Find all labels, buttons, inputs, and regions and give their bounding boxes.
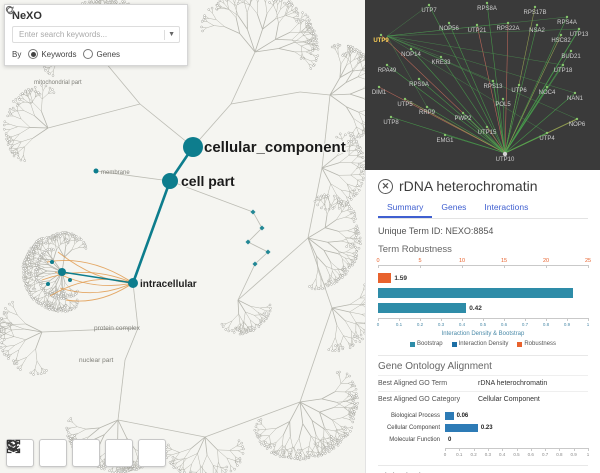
search-input[interactable] xyxy=(17,29,162,40)
search-by-label: By xyxy=(12,49,22,59)
radio-genes-label: Genes xyxy=(96,49,121,59)
robustness-bar-robustness: 1.59 xyxy=(378,273,588,283)
tree-label-protein-complex: protein complex xyxy=(94,325,141,332)
gene-node-label[interactable]: UTP13 xyxy=(570,32,589,38)
term-node[interactable] xyxy=(93,168,99,174)
gene-node-label[interactable]: HSC82 xyxy=(551,38,571,44)
biological-process-title: Biological Process xyxy=(378,465,588,473)
gene-node-label[interactable]: UTP10 xyxy=(496,157,515,163)
gene-node-label[interactable]: DIM1 xyxy=(372,90,387,96)
gene-node-label[interactable]: RPS22A xyxy=(496,26,519,32)
gene-node-label[interactable]: UTP5 xyxy=(397,102,413,108)
robustness-bar-bootstrap xyxy=(378,288,588,298)
gene-node-label[interactable]: UTP21 xyxy=(468,28,487,34)
tree-label-membrane: membrane xyxy=(101,170,130,176)
term-node[interactable] xyxy=(183,137,203,157)
term-detail-panel: ✕ rDNA heterochromatin Summary Genes Int… xyxy=(365,170,600,473)
go-alignment-section: Gene Ontology Alignment Best Aligned GO … xyxy=(378,355,589,458)
fit-screen-icon xyxy=(6,439,21,454)
radio-genes[interactable]: Genes xyxy=(83,49,120,59)
term-title: rDNA heterochromatin xyxy=(399,178,538,194)
tree-label-cell-part[interactable]: cell part xyxy=(180,172,237,191)
tree-label-nuclear-part: nuclear part xyxy=(79,357,114,364)
gene-node-label[interactable]: RPS9A xyxy=(409,82,429,88)
radio-keywords-label: Keywords xyxy=(41,49,77,59)
gene-node-label[interactable]: NOP14 xyxy=(401,52,421,58)
legend-item-bootstrap: Bootstrap xyxy=(409,341,443,347)
term-node[interactable] xyxy=(68,278,72,282)
gene-node-label[interactable]: UTP4 xyxy=(539,136,555,142)
tree-label-intracellular[interactable]: intracellular xyxy=(139,278,198,292)
app-title: NeXO xyxy=(12,10,42,22)
gene-node-label[interactable]: UTP18 xyxy=(554,68,573,74)
network-panel[interactable]: UTP7 RPS8A RPS17B RPS4A NOP56 UTP21 RPS22A NSA2… xyxy=(365,0,600,170)
gene-node-label[interactable]: NOP6 xyxy=(569,122,586,128)
term-node[interactable] xyxy=(50,260,54,264)
go-alignment-title: Gene Ontology Alignment xyxy=(378,361,492,372)
go-term-row: Best Aligned GO Term rDNA heterochromati… xyxy=(378,375,588,391)
fit-view-button[interactable] xyxy=(6,439,100,467)
tab-summary[interactable]: Summary xyxy=(378,199,433,218)
legend-item-interaction-density: Interaction Density xyxy=(451,341,508,347)
gene-node-label[interactable]: NOC4 xyxy=(539,90,556,96)
term-node[interactable] xyxy=(58,268,66,276)
gene-node-label[interactable]: NAN1 xyxy=(567,96,584,102)
gene-node-label[interactable]: RPS4A xyxy=(557,20,577,26)
gene-node-label[interactable]: UTP7 xyxy=(421,8,437,14)
legend-item-robustness: Robustness xyxy=(517,341,556,347)
gene-node-label[interactable]: RRP9 xyxy=(419,110,436,116)
radio-keywords[interactable]: Keywords xyxy=(28,49,76,59)
robustness-title: Term Robustness xyxy=(378,244,452,255)
gene-node-label[interactable]: EMG1 xyxy=(436,138,454,144)
layers-button[interactable] xyxy=(6,439,166,467)
radio-genes-control[interactable] xyxy=(83,49,94,59)
robustness-bar-interaction-density: 0.42 xyxy=(378,303,588,313)
layers-icon xyxy=(6,439,21,453)
gene-node-label[interactable]: POL5 xyxy=(495,102,511,108)
tree-label-cellular-component[interactable]: cellular_component xyxy=(203,138,347,158)
term-node[interactable] xyxy=(162,173,178,189)
gene-node-label[interactable]: UTP6 xyxy=(511,88,527,94)
robustness-legend: Bootstrap Interaction Density Robustness xyxy=(378,341,588,347)
zoom-out-button[interactable] xyxy=(7,439,67,467)
map-toolbar xyxy=(6,439,166,467)
gene-node-label[interactable]: RPS8A xyxy=(477,6,497,12)
gene-node-label[interactable]: UTP15 xyxy=(478,130,497,136)
term-node[interactable] xyxy=(46,282,50,286)
detail-tabs: Summary Genes Interactions xyxy=(378,199,588,219)
gene-node-label[interactable]: RPA49 xyxy=(378,68,397,74)
gene-node-label[interactable]: RPS13 xyxy=(483,84,503,90)
unique-term-id: Unique Term ID: NEXO:8854 xyxy=(378,226,494,236)
tab-interactions[interactable]: Interactions xyxy=(484,202,529,212)
chevron-down-icon[interactable]: ▼ xyxy=(168,31,175,38)
close-icon[interactable]: ✕ xyxy=(378,178,393,194)
search-panel: NeXO ▼ By Keywords xyxy=(4,4,188,66)
gene-node-label[interactable]: NSA2 xyxy=(529,28,545,34)
gene-node-label[interactable]: PWP2 xyxy=(454,116,472,122)
reset-search-icon[interactable] xyxy=(5,5,16,16)
gene-node-label[interactable]: BUD21 xyxy=(561,54,581,60)
radio-keywords-control[interactable] xyxy=(28,49,39,59)
robustness-axis-label: Interaction Density & Bootstrap xyxy=(441,331,525,337)
gene-node-label[interactable]: NOP56 xyxy=(439,26,459,32)
tree-label-mitochondrial-part: mitochondrial part xyxy=(34,80,82,86)
gene-node-label[interactable]: UTP9 xyxy=(373,38,389,44)
gene-node-label[interactable]: KRE33 xyxy=(431,60,451,66)
tab-genes[interactable]: Genes xyxy=(441,202,467,212)
term-node[interactable] xyxy=(128,278,138,288)
go-category-row: Best Aligned GO Category Cellular Compon… xyxy=(378,391,588,407)
collapse-button[interactable] xyxy=(9,439,133,467)
interaction-network[interactable]: UTP7 RPS8A RPS17B RPS4A NOP56 UTP21 RPS22A NSA2… xyxy=(365,0,600,170)
gene-node-label[interactable]: UTP8 xyxy=(383,120,399,126)
gene-node-label[interactable]: RPS17B xyxy=(523,10,546,16)
